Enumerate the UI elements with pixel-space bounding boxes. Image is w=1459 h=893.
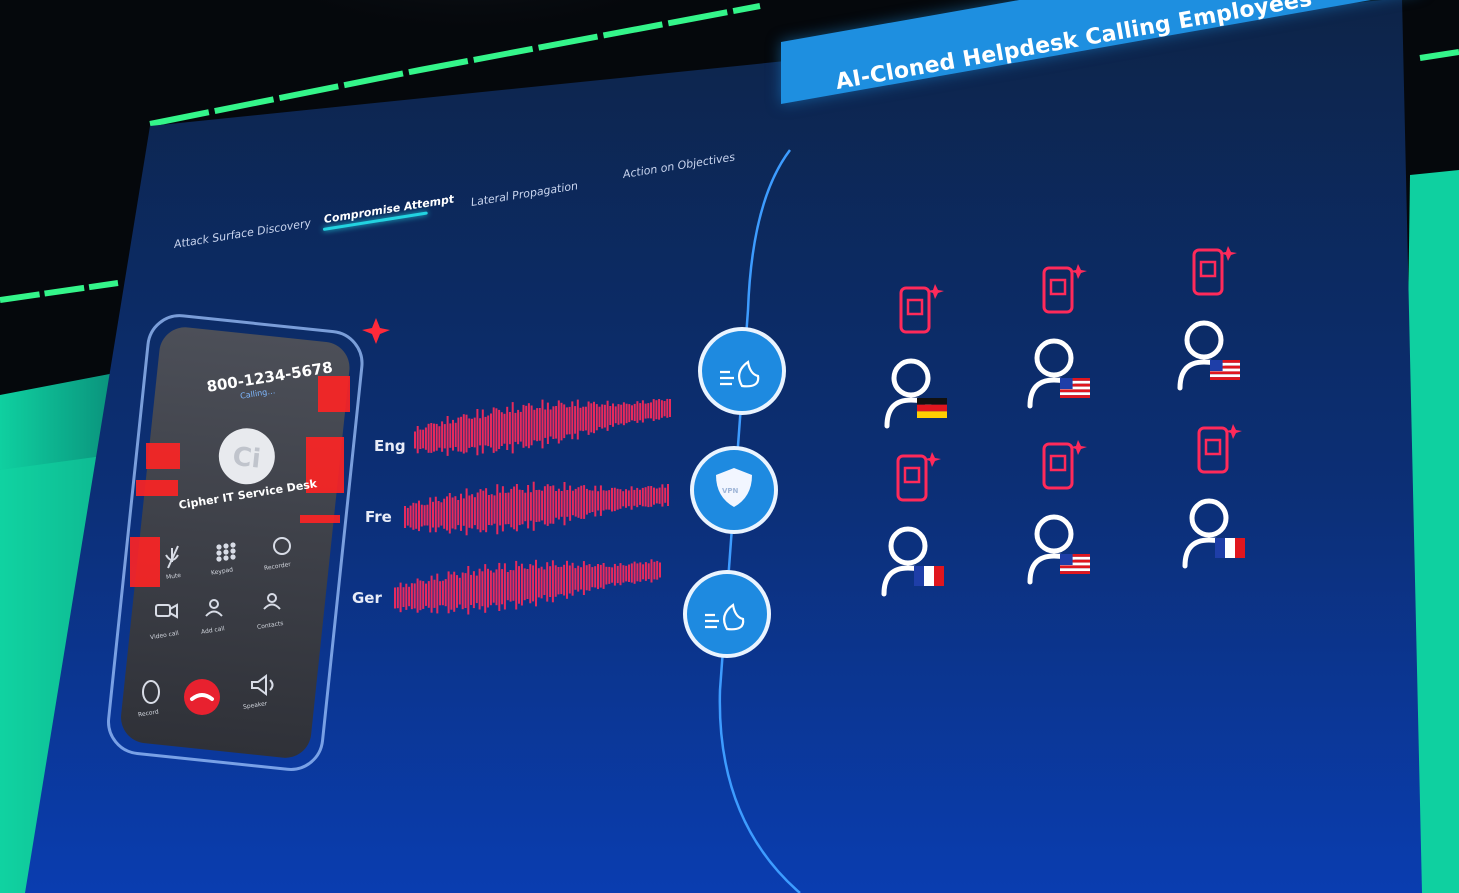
glitch-block [300,515,340,523]
mobile-phone-icon [1042,442,1074,490]
person-icon [1034,338,1074,378]
employee-target [1177,246,1240,391]
glitch-block [146,443,180,469]
mobile-phone-icon [899,286,931,334]
recorder-icon[interactable] [273,537,291,555]
flag-usa-icon [1210,360,1240,380]
sparkle-icon [1220,246,1237,261]
flag-usa-icon [1060,378,1090,398]
contacts-icon[interactable] [267,593,277,603]
person-icon [1184,320,1224,360]
mobile-phone-icon [1197,426,1229,474]
glitch-block [318,376,350,412]
employee-target [1027,264,1090,409]
led-strip [149,3,761,127]
mute-icon[interactable] [165,545,179,569]
keypad-icon[interactable] [216,542,236,562]
sparkle-icon [1225,424,1242,439]
panel-outline [718,149,801,893]
node-vpn[interactable] [690,446,778,534]
mobile-phone-icon [896,454,928,502]
person-icon [1034,514,1074,554]
employee-target [884,284,947,429]
mobile-phone-icon [1192,248,1224,296]
employee-target [1182,424,1245,569]
person-icon [1189,498,1229,538]
sparkle-icon [362,318,390,344]
glitch-block [136,480,178,496]
waveform-fre [404,481,669,536]
fingerprint-cloud-icon [705,603,745,631]
caller-avatar [218,428,275,485]
employee-grid [881,246,1245,597]
sparkle-icon [924,452,941,467]
voice-waveforms [394,398,671,615]
svg-text:Ci: Ci [231,442,262,475]
language-english: Eng [374,437,406,455]
waveform-eng [414,398,671,456]
vpn-label: VPN [722,487,739,495]
record-icon[interactable] [142,680,160,704]
main-screen [25,0,1422,893]
glitch-block [306,437,344,493]
employee-target [1027,440,1090,585]
language-french: Fre [365,508,392,526]
video-call-icon[interactable] [155,604,171,617]
sparkle-icon [927,284,944,299]
language-german: Ger [352,589,382,607]
person-icon [891,358,931,398]
flag-france-icon [914,566,944,586]
led-strip [1419,49,1459,61]
add-call-icon[interactable] [209,599,219,609]
flag-usa-icon [1060,554,1090,574]
mobile-phone-icon [1042,266,1074,314]
vpn-shield-icon [716,468,752,507]
sparkle-icon [1070,440,1087,455]
led-strip [0,280,119,303]
waveform-ger [394,559,661,615]
glitch-block [130,537,160,587]
flag-france-icon [1215,538,1245,558]
person-icon [888,526,928,566]
employee-target [881,452,944,597]
fingerprint-cloud-icon [720,360,760,388]
phone-mockup: Ci [107,314,364,771]
node-fingerprint-2[interactable] [683,570,771,658]
flag-germany-icon [917,398,947,418]
node-fingerprint-1[interactable] [698,327,786,415]
speaker-icon[interactable] [251,674,274,696]
sparkle-icon [1070,264,1087,279]
